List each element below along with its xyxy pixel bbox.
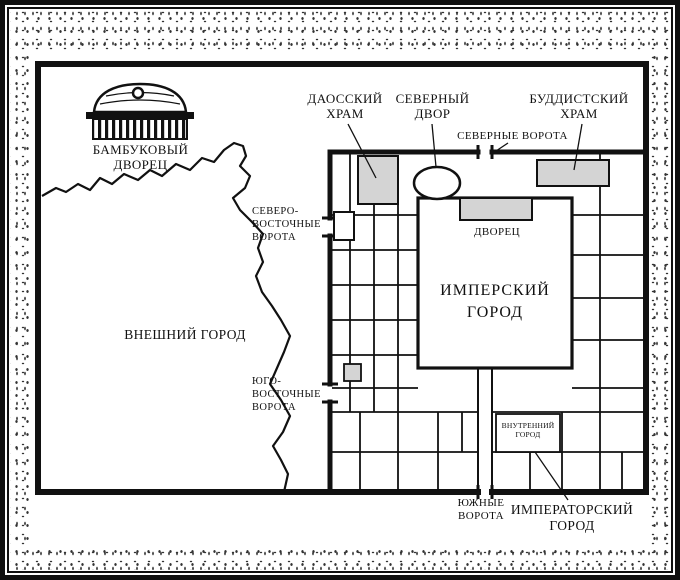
- outer-city-label: ВНЕШНИЙ ГОРОД: [124, 327, 246, 342]
- bamboo-palace-label: БАМБУКОВЫЙ ДВОРЕЦ: [68, 142, 213, 173]
- daoist-temple-label-line2: ХРАМ: [326, 105, 364, 121]
- palace-label: ДВОРЕЦ: [474, 226, 520, 238]
- se-gate-label-line1: ЮГО-: [252, 376, 282, 387]
- ne-gate-label-line3: ВОРОТА: [252, 231, 297, 243]
- emperor-city-label-line1: ИМПЕРАТОРСКИЙ: [510, 502, 634, 517]
- emperor-city-label: ИМПЕРАТОРСКИЙ ГОРОД: [506, 502, 638, 533]
- ne-gate-label-line2: ВОСТОЧНЫЕ: [252, 218, 321, 230]
- north-court-label-line2: ДВОР: [414, 105, 451, 121]
- small-gray-block: [343, 363, 362, 382]
- inner-city-walls: [327, 149, 648, 495]
- bamboo-palace-label-line2: ДВОРЕЦ: [113, 156, 168, 172]
- south-axis-road: [477, 368, 493, 492]
- imperial-city-label: ИМПЕРСКИЙ ГОРОД: [418, 280, 572, 323]
- daoist-temple-label: ДАОССКИЙ ХРАМ: [295, 91, 395, 122]
- ne-gate-label-line1: СЕВЕРО-: [252, 206, 299, 217]
- se-gate-label: ЮГО- ВОСТОЧНЫЕ ВОРОТА: [252, 376, 332, 414]
- bamboo-palace-icon: [86, 82, 194, 140]
- north-court-label: СЕВЕРНЫЙ ДВОР: [385, 91, 480, 122]
- palace-rect: [459, 197, 533, 221]
- emperor-city-label-line2: ГОРОД: [549, 517, 595, 533]
- inner-city-label-line1: ВНУТРЕННИЙ: [501, 421, 555, 430]
- north-court-label-line1: СЕВЕРНЫЙ: [395, 91, 470, 106]
- south-gate-label: ЮЖНЫЕ ВОРОТА: [450, 497, 512, 522]
- south-gate-label-line1: ЮЖНЫЕ: [457, 497, 505, 509]
- inner-city-box: [495, 413, 561, 453]
- north-court-ellipse: [412, 165, 462, 201]
- imperial-city-label-line1: ИМПЕРСКИЙ: [440, 282, 550, 299]
- ne-gate-block: [333, 211, 355, 241]
- daoist-temple-rect: [357, 155, 399, 205]
- buddhist-temple-label-line2: ХРАМ: [560, 105, 598, 121]
- daoist-temple-label-line1: ДАОССКИЙ: [307, 91, 383, 106]
- ne-gate-label: СЕВЕРО- ВОСТОЧНЫЕ ВОРОТА: [252, 206, 332, 244]
- street-grid: [332, 152, 645, 492]
- se-gate-label-line2: ВОСТОЧНЫЕ: [252, 388, 321, 400]
- buddhist-temple-rect: [536, 159, 610, 187]
- north-gate-label: СЕВЕРНЫЕ ВОРОТА: [457, 130, 568, 142]
- se-gate-label-line3: ВОРОТА: [252, 401, 297, 413]
- south-gate-label-line2: ВОРОТА: [458, 509, 504, 522]
- leader-lines: [347, 123, 583, 501]
- inner-city-label-line2: ГОРОД: [515, 430, 541, 439]
- river-line: [41, 141, 292, 493]
- buddhist-temple-label: БУДДИСТСКИЙ ХРАМ: [520, 91, 638, 122]
- imperial-city-label-line2: ГОРОД: [466, 303, 524, 321]
- bamboo-palace-label-line1: БАМБУКОВЫЙ: [92, 142, 189, 157]
- buddhist-temple-label-line1: БУДДИСТСКИЙ: [529, 91, 629, 106]
- outer-city-wall: [35, 61, 649, 495]
- inner-city-label: ВНУТРЕННИЙ ГОРОД: [498, 421, 558, 439]
